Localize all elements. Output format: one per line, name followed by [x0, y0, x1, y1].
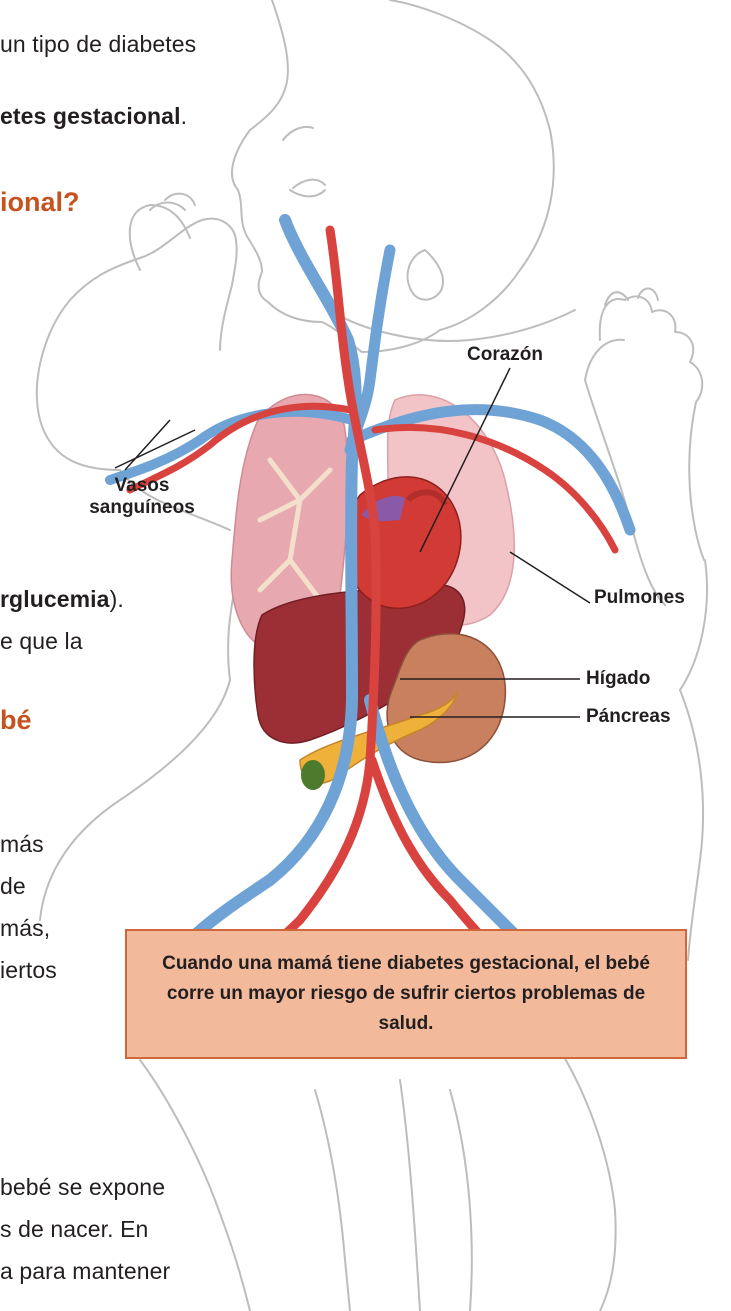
- label-higado: Hígado: [586, 668, 651, 689]
- baby-body-outline: [35, 217, 238, 471]
- baby-head-outline: [231, 0, 555, 353]
- paragraph-line-7: más,: [0, 915, 51, 941]
- paragraph-line-9: bebé se expone: [0, 1174, 166, 1200]
- paragraph-line-3: rglucemia).: [0, 586, 124, 612]
- label-pulmones: Pulmones: [594, 587, 685, 608]
- label-vasos-line2: sanguíneos: [89, 497, 195, 518]
- section-heading-1: ional?: [0, 187, 80, 217]
- paragraph-line-5: más: [0, 831, 44, 857]
- paragraph-line-4: e que la: [0, 628, 83, 654]
- paragraph-line-1: un tipo de diabetes: [0, 31, 197, 57]
- paragraph-line-6: de: [0, 873, 26, 899]
- label-vasos-sanguineos: Vasos sanguíneos: [82, 475, 202, 519]
- paragraph-line-8: iertos: [0, 957, 57, 983]
- gallbladder: [301, 760, 325, 790]
- blood-vessels-red: [205, 225, 381, 995]
- baby-legs-outline: [139, 1059, 251, 1311]
- label-pancreas: Páncreas: [586, 706, 671, 727]
- baby-eye-outline: [289, 178, 326, 198]
- paragraph-line-11: a para mantener: [0, 1258, 171, 1284]
- leader-pulmones: [509, 551, 591, 604]
- baby-ear-outline: [406, 249, 444, 301]
- callout-text: Cuando una mamá tiene diabetes gestacion…: [162, 953, 650, 1034]
- leader-corazon: [419, 367, 511, 553]
- paragraph-line-10: s de nacer. En: [0, 1216, 149, 1242]
- label-vasos-line1: Vasos: [114, 475, 170, 496]
- section-heading-2: bé: [0, 705, 32, 735]
- callout-box: Cuando una mamá tiene diabetes gestacion…: [125, 929, 687, 1059]
- leader-vasos: [114, 419, 196, 471]
- label-corazon: Corazón: [467, 344, 543, 365]
- paragraph-line-2: etes gestacional.: [0, 103, 188, 129]
